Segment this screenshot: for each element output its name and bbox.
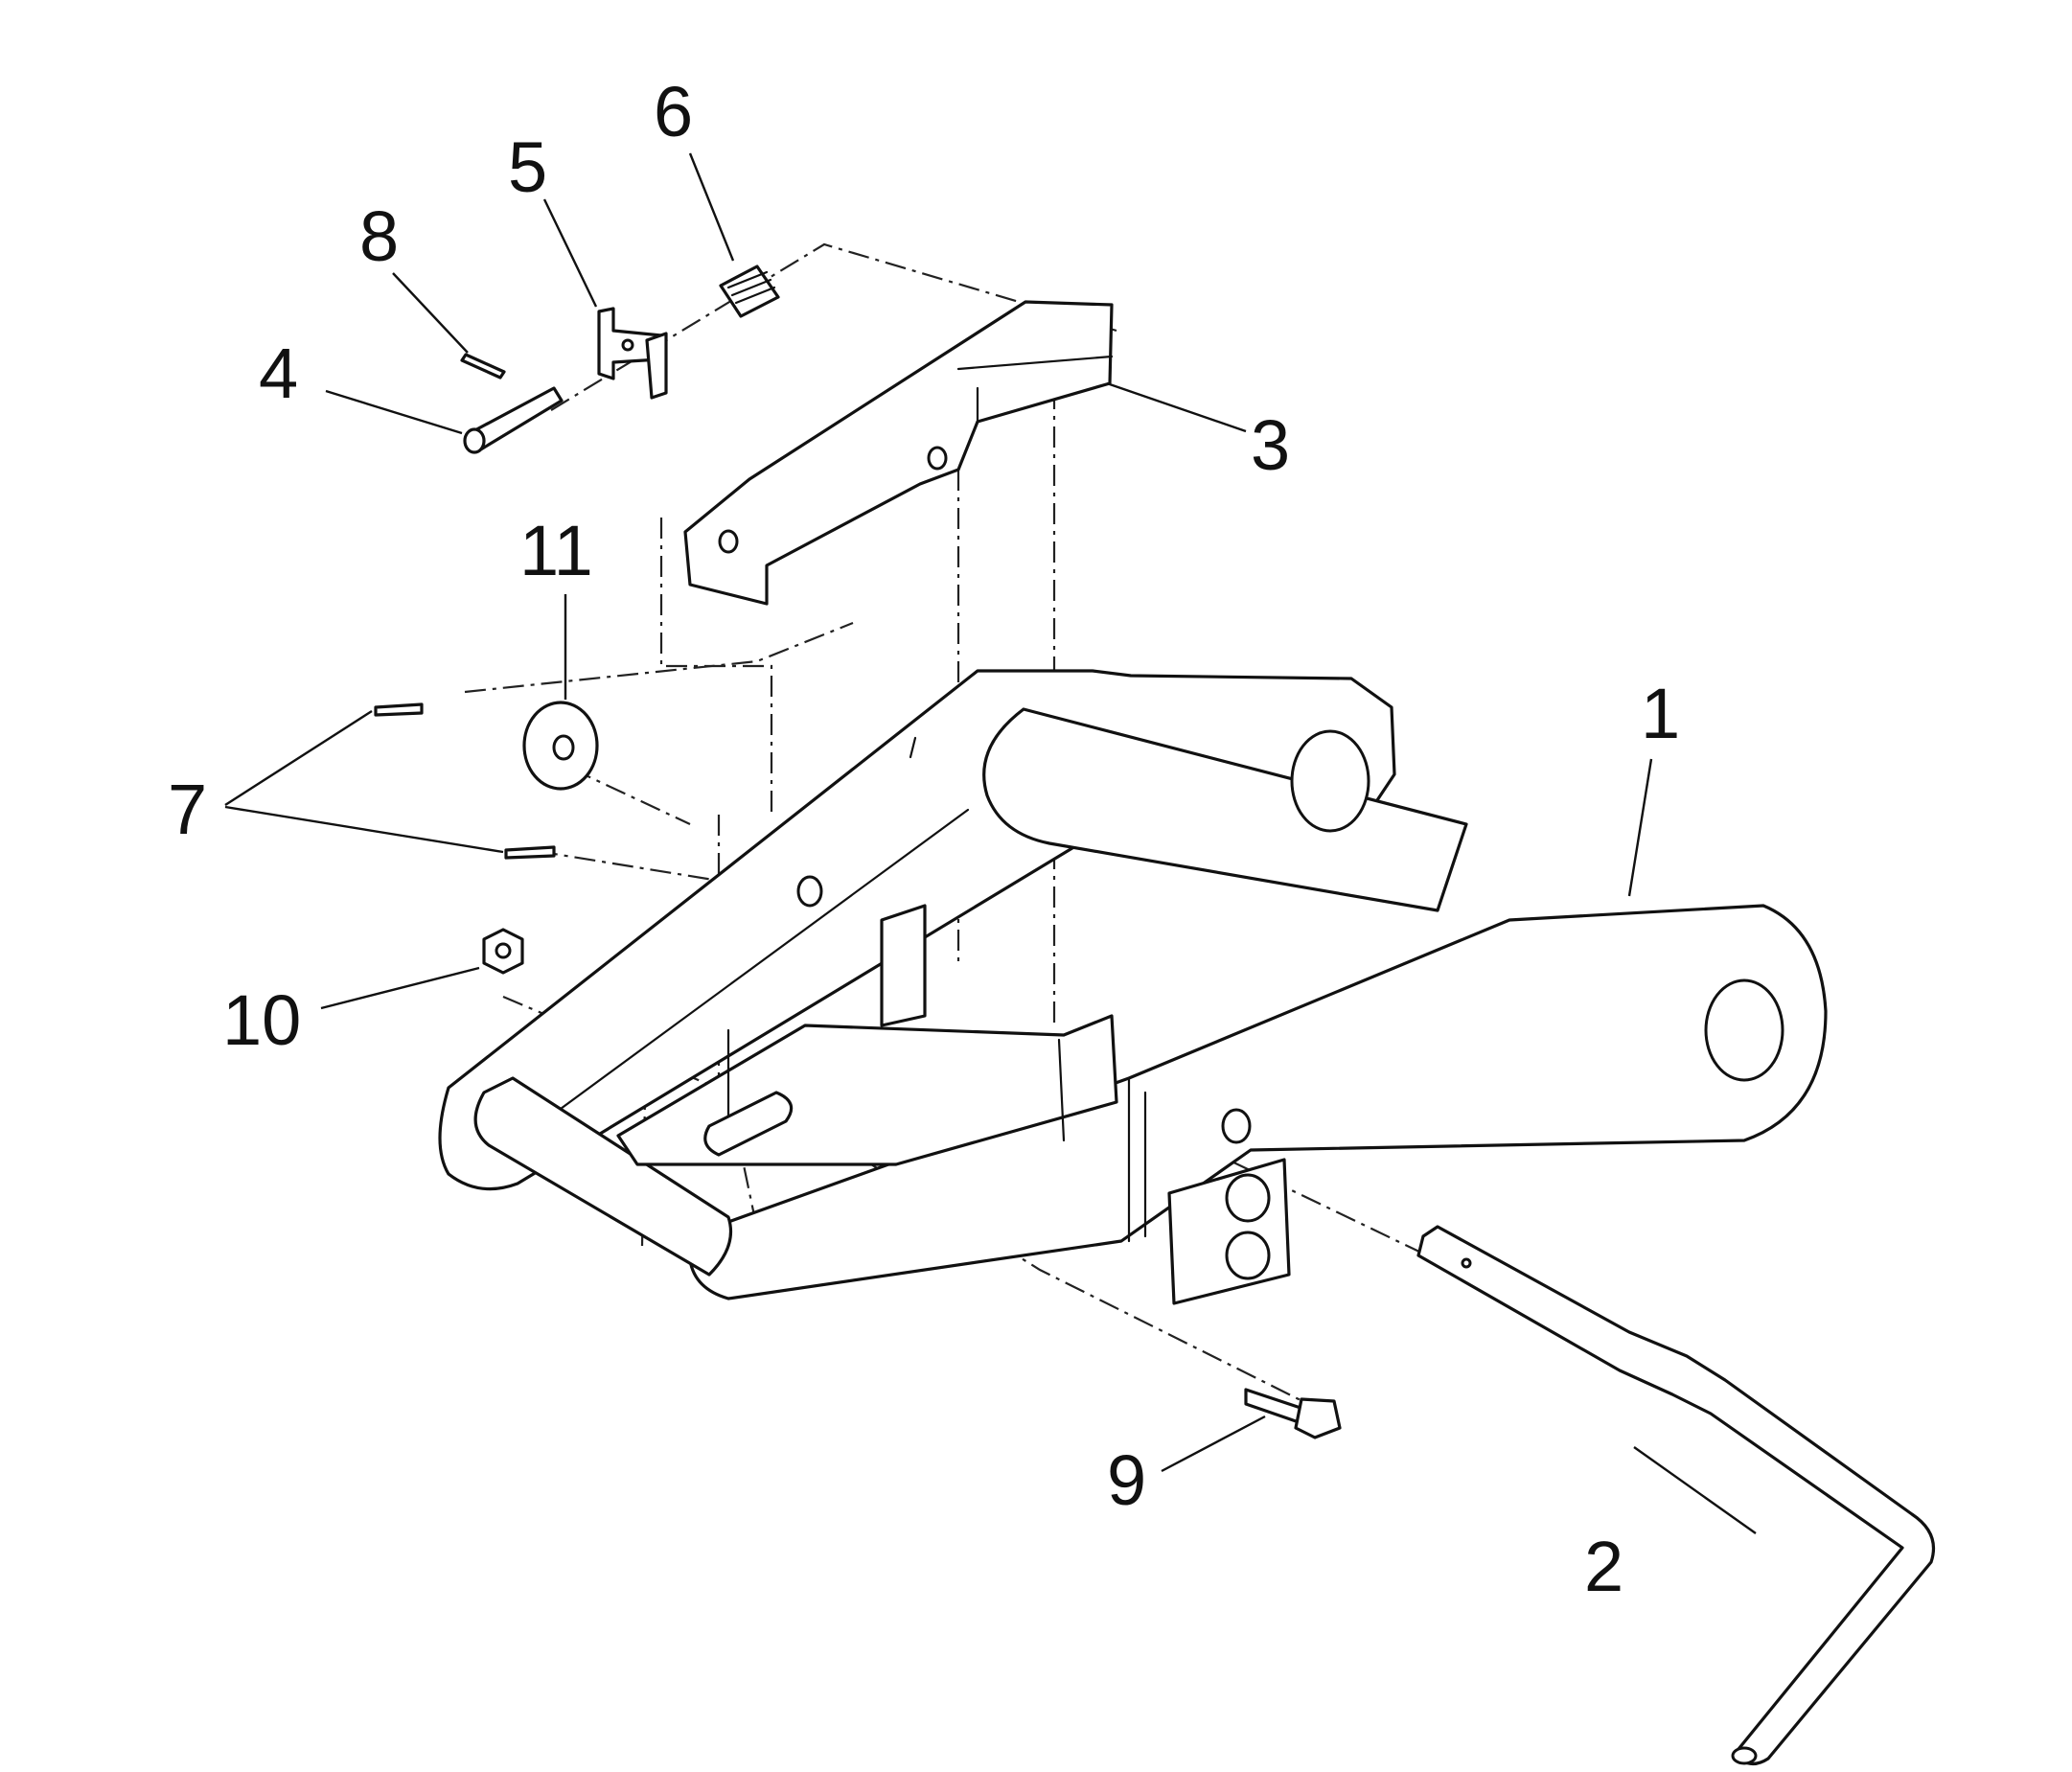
callout-4: 4 bbox=[259, 334, 298, 413]
bracket-icon bbox=[597, 307, 668, 400]
crank-pin-icon bbox=[1416, 1225, 1936, 1765]
clevis-pin-icon bbox=[463, 386, 564, 454]
callout-9: 9 bbox=[1107, 1440, 1146, 1520]
hex-nut-icon bbox=[482, 928, 524, 975]
callout-5: 5 bbox=[508, 127, 547, 207]
callout-3: 3 bbox=[1251, 405, 1290, 485]
callout-6: 6 bbox=[654, 72, 693, 151]
cotter-pin-icon bbox=[374, 702, 556, 860]
callout-8: 8 bbox=[359, 196, 399, 276]
callout-11: 11 bbox=[519, 511, 593, 590]
callout-labels: 1 2 3 4 5 6 7 8 9 10 11 bbox=[168, 72, 1680, 1606]
callout-7: 7 bbox=[168, 770, 207, 849]
bolt-icon bbox=[1244, 1388, 1342, 1439]
leader-lines bbox=[224, 152, 1757, 1534]
washer-icon bbox=[522, 701, 599, 791]
cotter-pin-icon bbox=[460, 353, 506, 380]
callout-10: 10 bbox=[222, 980, 301, 1060]
callout-2: 2 bbox=[1584, 1527, 1623, 1606]
frame-icon bbox=[438, 669, 1828, 1305]
callout-1: 1 bbox=[1641, 674, 1680, 753]
latch-lever-icon bbox=[683, 300, 1114, 606]
spring-icon bbox=[719, 265, 780, 318]
